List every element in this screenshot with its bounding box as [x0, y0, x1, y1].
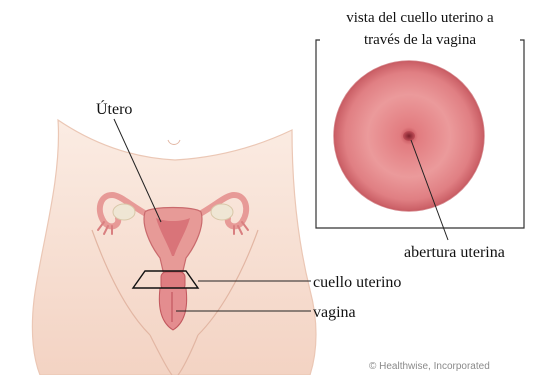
inset-title-line1: vista del cuello uterino a [346, 10, 494, 26]
label-vagina: vagina [313, 304, 356, 321]
credit-text: © Healthwise, Incorporated [369, 361, 490, 372]
inset-title-line2: través de la vagina [364, 32, 476, 48]
left-ovary [113, 204, 135, 220]
external-os [403, 131, 415, 141]
cervix-face-view [334, 61, 484, 211]
label-abertura-uterina: abertura uterina [404, 244, 505, 261]
right-ovary [211, 204, 233, 220]
navel-area [168, 140, 180, 145]
label-cuello-uterino: cuello uterino [313, 274, 401, 291]
label-utero: Útero [96, 99, 132, 118]
